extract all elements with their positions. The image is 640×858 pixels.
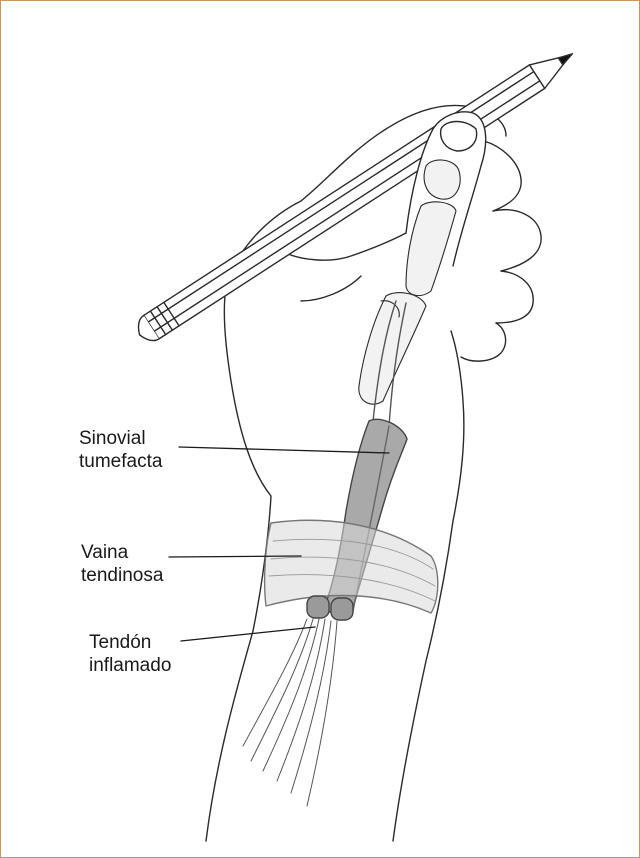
finger-outline-2 bbox=[493, 210, 541, 271]
leader-line-sinovial bbox=[179, 447, 389, 453]
finger-outline-3 bbox=[496, 271, 533, 323]
finger-outline-1 bbox=[484, 141, 521, 211]
tendon-end bbox=[331, 598, 353, 620]
tendon-end bbox=[307, 596, 329, 618]
muscle-fibers bbox=[243, 619, 337, 806]
leader-line-tendon bbox=[181, 627, 315, 641]
pencil bbox=[132, 42, 580, 347]
palm-crease-2 bbox=[301, 276, 361, 301]
label-tendon-inflamado: Tendón inflamado bbox=[89, 631, 171, 677]
thumbnail bbox=[441, 122, 477, 152]
label-vaina-tendinosa: Vaina tendinosa bbox=[81, 541, 163, 587]
label-sinovial-tumefacta: Sinovial tumefacta bbox=[79, 427, 162, 473]
finger-outline-4 bbox=[461, 323, 506, 361]
